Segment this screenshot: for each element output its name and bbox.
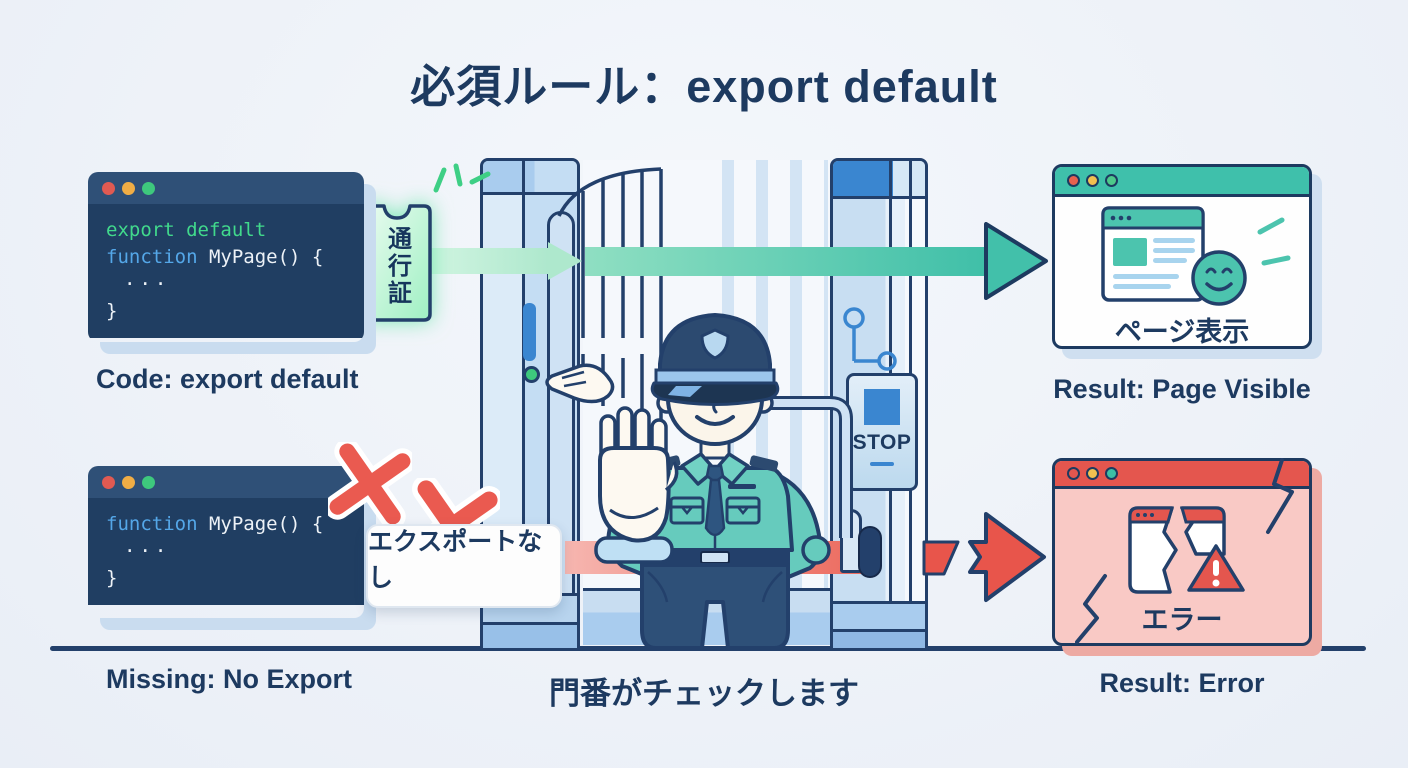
gatekeeper-guard-illustration	[594, 313, 853, 648]
window-dot-green-icon	[1105, 174, 1118, 187]
window-dot-yellow-icon	[1086, 174, 1099, 187]
pillar-slot	[523, 303, 536, 361]
caption-code-success: Code: export default	[96, 364, 359, 394]
window-titlebar	[88, 172, 364, 204]
code-window-no-export: function MyPage() { ··· }	[88, 466, 364, 618]
caption-code-fail: Missing: No Export	[106, 664, 353, 694]
window-dot-yellow-icon	[122, 181, 135, 195]
pass-arrow-band	[585, 247, 988, 276]
code-window-export-default: export default function MyPage() { ··· }	[88, 172, 364, 342]
pass-arrow-mid-tip	[548, 242, 582, 280]
pass-badge-icon	[362, 204, 432, 322]
success-window-label: ページ表示	[1114, 317, 1250, 347]
stop-sign-label: STOP	[852, 431, 912, 454]
code-line: export default	[106, 219, 267, 241]
window-dot-red-icon	[102, 181, 115, 195]
window-dot-yellow-icon	[122, 475, 135, 489]
window-dot-teal-icon	[1105, 467, 1118, 480]
browser-titlebar	[1055, 167, 1309, 197]
window-dot-green-icon	[142, 181, 155, 195]
error-window-label: エラー	[1141, 605, 1223, 635]
window-dot-red-icon	[1067, 467, 1080, 480]
code-line: function MyPage() {	[106, 513, 324, 535]
code-line: ···	[124, 540, 171, 562]
pass-badge-label: 通行証	[383, 225, 411, 307]
code-line: }	[106, 567, 118, 589]
page-title: 必須ルール：export default	[410, 61, 998, 112]
window-dot-red-icon	[1067, 174, 1080, 187]
code-line: }	[106, 300, 118, 322]
code-editor-body: export default function MyPage() { ··· }	[88, 204, 364, 338]
no-export-label: エクスポートなし	[366, 524, 562, 608]
window-dot-red-icon	[102, 475, 115, 489]
x-mark-icon	[328, 442, 412, 526]
broken-page-icon	[1128, 506, 1245, 594]
ground-line	[50, 646, 1366, 651]
pass-arrow-band	[424, 248, 548, 274]
barrier-stopper	[858, 526, 882, 578]
code-line: ···	[124, 273, 171, 295]
crack-line-icon	[1266, 458, 1294, 534]
code-line: function MyPage() {	[106, 246, 324, 268]
blocked-arrow-head-icon	[968, 512, 1046, 602]
caption-result-error: Result: Error	[1099, 668, 1265, 698]
sparkle-icon	[1257, 217, 1291, 266]
stop-sign: STOP	[846, 373, 918, 491]
green-light-icon	[523, 366, 540, 383]
crack-line-icon	[1075, 574, 1107, 644]
window-titlebar	[88, 466, 364, 498]
code-editor-body: function MyPage() { ··· }	[88, 498, 364, 605]
window-dot-yellow-icon	[1086, 467, 1099, 480]
browser-titlebar	[1055, 461, 1309, 489]
gesture-hand-icon	[545, 363, 615, 404]
footer-caption: 門番がチェックします	[549, 676, 859, 711]
sparkle-icon	[433, 163, 491, 193]
blocked-arrow-fragment	[922, 540, 960, 576]
caption-result-success: Result: Page Visible	[1053, 374, 1311, 404]
pillar-cap	[483, 161, 577, 195]
window-dot-green-icon	[142, 475, 155, 489]
pass-arrow-head-icon	[984, 222, 1048, 300]
page-visible-icon	[1101, 206, 1247, 306]
stop-sign-square-icon	[864, 389, 900, 425]
circuit-decoration-icon	[843, 307, 897, 371]
